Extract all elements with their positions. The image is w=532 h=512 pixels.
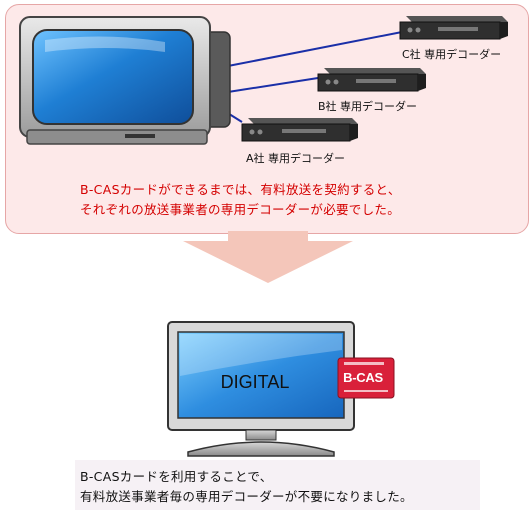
- decoder-c-label: C社 専用デコーダー: [402, 48, 502, 61]
- decoder-a-icon: [241, 118, 358, 142]
- bcas-card-label: B-CAS: [343, 370, 383, 385]
- after-caption-line-1: B-CASカードを利用することで、: [80, 469, 273, 484]
- decoder-b-icon: [317, 68, 426, 92]
- after-caption-panel: [75, 460, 480, 510]
- digital-tv-icon: [167, 321, 355, 457]
- after-caption-line-2: 有料放送事業者毎の専用デコーダーが不要になりました。: [80, 489, 413, 504]
- down-arrow-icon: [183, 231, 353, 283]
- decoder-a-label: A社 専用デコーダー: [246, 152, 346, 165]
- before-caption: B-CASカードができるまでは、有料放送を契約すると、 それぞれの放送事業者の専…: [80, 180, 500, 220]
- after-caption: B-CASカードを利用することで、 有料放送事業者毎の専用デコーダーが不要になり…: [80, 467, 480, 507]
- tv-screen-text: DIGITAL: [220, 372, 290, 392]
- bcas-card-icon: [337, 357, 395, 399]
- decoder-c-icon: [399, 16, 508, 40]
- crt-tv-icon: [19, 16, 231, 145]
- decoder-b-label: B社 専用デコーダー: [318, 100, 418, 113]
- before-caption-line-1: B-CASカードができるまでは、有料放送を契約すると、: [80, 182, 401, 197]
- before-caption-line-2: それぞれの放送事業者の専用デコーダーが必要でした。: [80, 202, 401, 217]
